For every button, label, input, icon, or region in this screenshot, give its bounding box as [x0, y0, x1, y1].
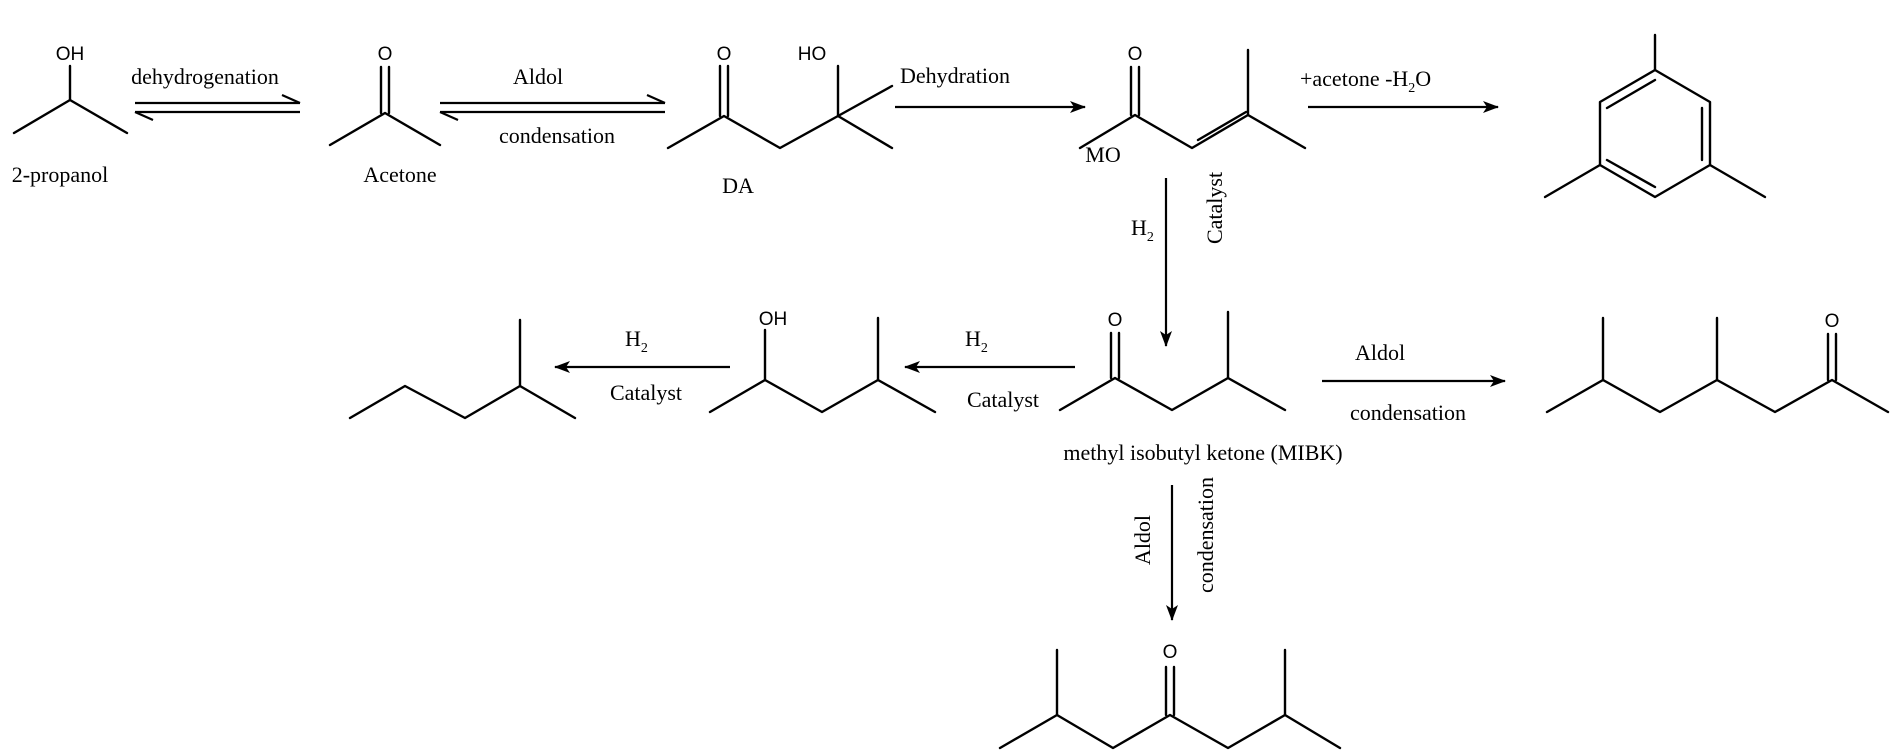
reagent-label-hydrogen: H2: [625, 326, 648, 356]
4-methyl-2-pentanol-structure: OH: [708, 309, 937, 414]
2-methylpentane-structure: [348, 318, 577, 420]
oxygen-label: O: [717, 44, 732, 65]
diisobutyl-ketone-structure: O: [998, 642, 1342, 750]
equilibrium-arrow-dehydrogenation: [134, 93, 301, 122]
compound-label-mibk: methyl isobutyl ketone (MIBK): [1063, 440, 1342, 465]
reagent-label-hydrogen: H2: [1131, 215, 1154, 245]
reaction-label-dehydration: Dehydration: [900, 63, 1010, 88]
oxygen-label: O: [1825, 311, 1840, 332]
dimethylheptanone-structure: O: [1545, 311, 1890, 414]
reagent-label-hydrogen: H2: [965, 326, 988, 356]
reaction-label-aldol: Aldol: [1130, 515, 1155, 565]
reaction-label-aldol: Aldol: [513, 64, 563, 89]
compound-label-2-propanol: 2-propanol: [12, 162, 109, 187]
compound-label-mo: MO: [1085, 142, 1120, 167]
2-propanol-structure: OH: [12, 44, 129, 135]
diacetone-alcohol-structure: O HO: [666, 44, 894, 150]
mesityl-oxide-structure: O: [1078, 44, 1307, 150]
reaction-label-condensation: condensation: [1193, 477, 1218, 593]
mesitylene-structure: [1543, 33, 1767, 199]
reagent-label-catalyst: Catalyst: [1202, 172, 1227, 244]
mibk-structure: O: [1058, 310, 1287, 412]
reagent-label-catalyst: Catalyst: [610, 380, 682, 405]
compound-label-da: DA: [722, 173, 754, 198]
reaction-label-dehydrogenation: dehydrogenation: [131, 64, 279, 89]
equilibrium-arrow-aldol: [439, 93, 666, 122]
oxygen-label: O: [1163, 642, 1178, 663]
oxygen-label: O: [1108, 310, 1123, 331]
reaction-label-acetone-minus-water: +acetone -H2O: [1300, 66, 1431, 96]
acetone-structure: O: [328, 44, 442, 147]
oxygen-label: O: [1128, 44, 1143, 65]
hydroxyl-label: HO: [798, 44, 827, 65]
reaction-label-condensation: condensation: [1350, 400, 1466, 425]
compound-label-acetone: Acetone: [363, 162, 436, 187]
oxygen-label: O: [378, 44, 393, 65]
reaction-label-condensation: condensation: [499, 123, 615, 148]
hydroxyl-label: OH: [759, 309, 788, 330]
reaction-label-aldol: Aldol: [1355, 340, 1405, 365]
hydroxyl-label: OH: [56, 44, 85, 65]
reagent-label-catalyst: Catalyst: [967, 387, 1039, 412]
